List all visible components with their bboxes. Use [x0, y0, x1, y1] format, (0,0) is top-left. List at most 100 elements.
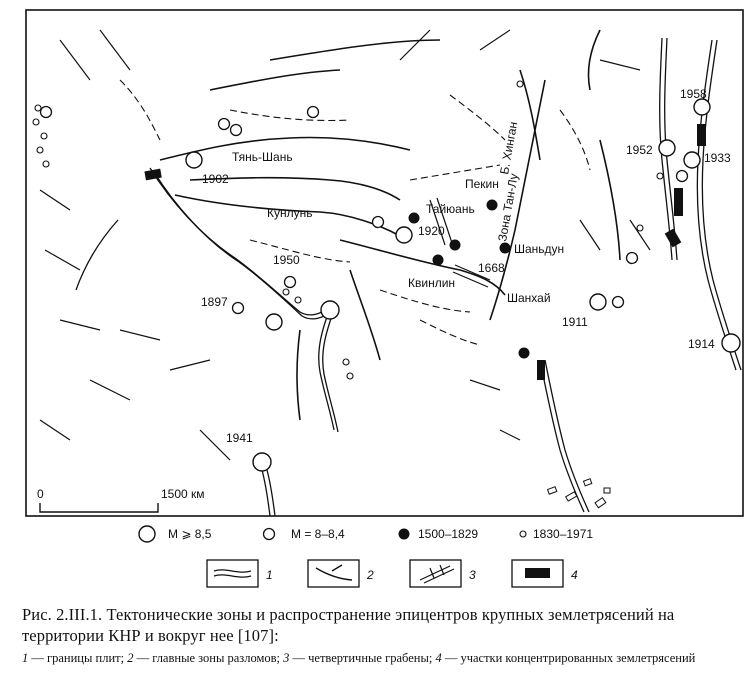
zone-taiwan	[537, 360, 545, 380]
epicenter-new-1	[34, 104, 42, 112]
legend-item-1: 1	[266, 568, 273, 582]
island-5	[603, 487, 611, 494]
epicenter-m8-5	[231, 301, 245, 315]
scale-bar-line	[39, 503, 159, 513]
legend-box-1	[206, 559, 259, 588]
island-3	[582, 478, 593, 487]
label-year-1914: 1914	[688, 337, 715, 351]
epicenter-new-2	[32, 118, 40, 126]
epicenter-1897	[265, 313, 283, 331]
epicenters-m85	[185, 98, 741, 472]
epicenter-m8-10	[39, 105, 53, 119]
epicenter-m8-7	[675, 169, 689, 183]
epicenter-1941	[252, 452, 272, 472]
legend-graben-icon	[419, 564, 455, 584]
fault-sichuan	[349, 269, 381, 361]
minor-faults	[119, 79, 591, 346]
fault-north	[209, 69, 341, 91]
epicenter-new-9	[346, 372, 354, 380]
fault-stroke-1	[59, 39, 91, 81]
fault-stroke-7	[169, 359, 211, 371]
fault-stroke-4	[44, 249, 81, 271]
epicenter-m8-4	[371, 215, 385, 229]
scale-bar-length: 1500 км	[161, 487, 205, 501]
islands	[546, 478, 611, 509]
epicenter-old-2	[486, 199, 498, 211]
caption-title: Рис. 2.III.1. Тектонические зоны и распр…	[22, 605, 675, 645]
epicenter-old-1	[408, 212, 420, 224]
epicenters-1500-1829	[408, 199, 530, 359]
fault-mongolia	[269, 39, 441, 61]
plate-boundary-burma-inner	[322, 309, 339, 433]
legend-new-icon	[519, 530, 527, 538]
plate-boundary-taiwan-inner	[544, 359, 590, 513]
minor-fault-5	[449, 94, 506, 141]
caption-n4: 4	[435, 651, 442, 665]
fault-stroke-14	[469, 379, 501, 391]
scale-bar-zero: 0	[37, 487, 44, 501]
zone-pamir	[144, 168, 162, 181]
minor-fault-7	[559, 109, 591, 171]
epicenters-1830-1971	[32, 80, 664, 380]
legend-fault-icon	[315, 564, 353, 581]
minor-fault-8	[419, 319, 481, 346]
fault-stroke-10	[479, 29, 511, 51]
legend-m85-label: M ⩾ 8,5	[168, 527, 212, 541]
label-tyan-shan: Тянь-Шань	[232, 150, 293, 164]
epicenter-m8-2	[229, 123, 243, 137]
fault-stroke-15	[499, 429, 521, 441]
legend-plate-boundary-icon	[213, 569, 252, 578]
figure-caption: Рис. 2.III.1. Тектонические зоны и распр…	[22, 604, 742, 666]
zone-1933-b	[664, 228, 682, 248]
label-year-1941: 1941	[226, 431, 253, 445]
plate-boundary-india-inner	[266, 469, 276, 517]
graben-shanxi	[429, 197, 453, 246]
fault-stroke-17	[199, 429, 231, 461]
grabens	[429, 197, 491, 288]
epicenter-new-12	[516, 80, 524, 88]
tectonic-map: Тянь-Шань Кунлунь Пекин Тайюань Зона Тан…	[25, 9, 744, 588]
label-shandun: Шаньдун	[514, 242, 564, 256]
legend-m85-icon	[138, 525, 156, 543]
legend-m8-label: M = 8–8,4	[291, 527, 345, 541]
zone-1958	[697, 124, 706, 146]
caption-n1: 1	[22, 651, 29, 665]
legend-item-4: 4	[571, 568, 578, 582]
epicenter-1950	[320, 300, 340, 320]
fault-altyn	[189, 176, 401, 201]
fault-stroke-13	[579, 219, 601, 251]
plate-boundary-burma	[318, 307, 335, 431]
plate-boundary-japan-inner	[701, 39, 742, 371]
epicenter-new-5	[42, 160, 50, 168]
fault-yunnan	[296, 329, 301, 421]
plate-boundary-himalaya	[149, 167, 331, 316]
epicenter-m8-3	[306, 105, 320, 119]
epicenter-m8-6	[283, 275, 297, 289]
fault-stroke-5	[59, 319, 101, 331]
fault-strokes	[39, 29, 651, 461]
plate-boundaries	[75, 37, 742, 517]
label-year-1950: 1950	[273, 253, 300, 267]
fault-tanlu	[489, 79, 546, 321]
epicenter-old-3	[449, 239, 461, 251]
caption-t1: — границы плит;	[28, 651, 128, 665]
fault-stroke-2	[99, 29, 131, 71]
label-zona-tan-lu: Зона Тан-Лу	[495, 172, 521, 242]
epicenters-m8	[39, 105, 689, 315]
epicenter-m8-9	[611, 295, 625, 309]
legend-m8-icon	[262, 527, 276, 541]
minor-fault-2	[249, 239, 351, 263]
epicenter-new-6	[282, 288, 290, 296]
legend-old-label: 1500–1829	[418, 527, 478, 541]
fault-stroke-8	[89, 379, 131, 401]
epicenter-old-4	[432, 254, 444, 266]
epicenter-1914	[721, 333, 741, 353]
label-year-1668: 1668	[478, 261, 505, 275]
epicenter-new-7	[294, 296, 302, 304]
label-year-1952: 1952	[626, 143, 653, 157]
fault-east-coast	[599, 139, 621, 261]
epicenter-new-8	[342, 358, 350, 366]
caption-n2: 2	[127, 651, 134, 665]
legend-lines: 1 2 3 4	[206, 559, 578, 588]
epicenter-m8-8	[625, 251, 639, 265]
